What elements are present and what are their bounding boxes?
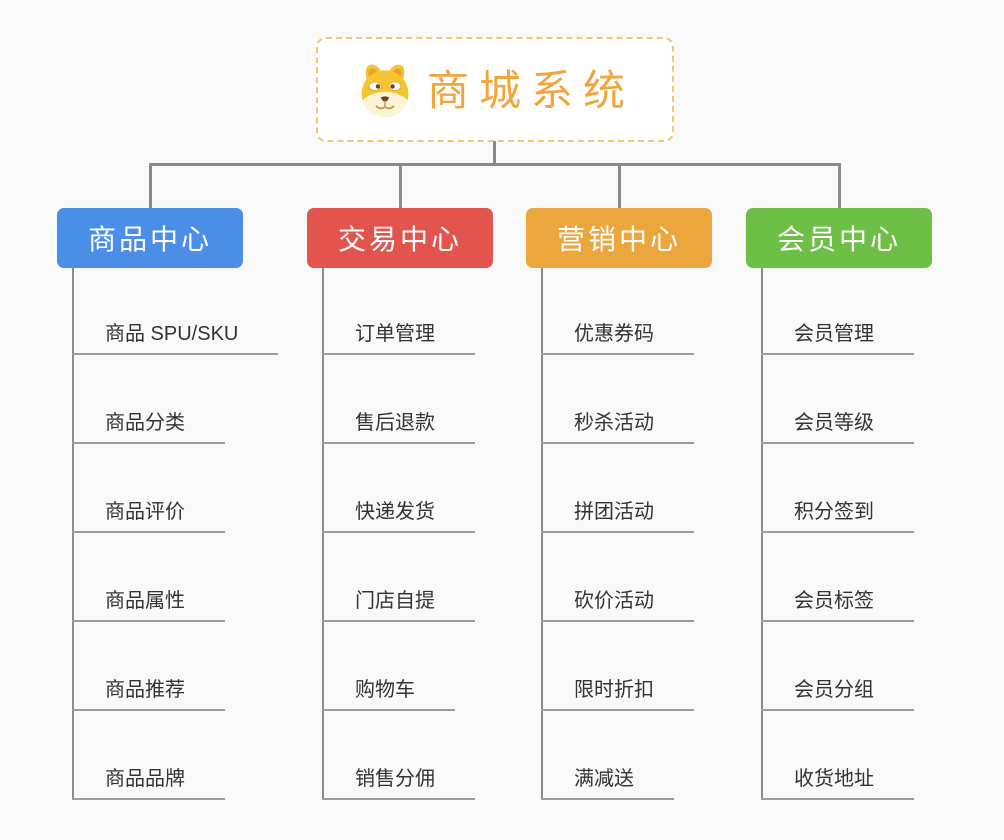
child-topic[interactable]: 商品属性 (72, 588, 225, 622)
root-topic-label: 商城系统 (426, 66, 635, 114)
child-topic[interactable]: 限时折扣 (541, 677, 694, 711)
connector-branch-tree (322, 268, 324, 800)
child-topic[interactable]: 优惠券码 (541, 321, 694, 355)
connector-branch-stem (399, 163, 402, 208)
connector-root-stem (493, 141, 496, 166)
child-topic[interactable]: 砍价活动 (541, 588, 694, 622)
child-topic[interactable]: 购物车 (322, 677, 455, 711)
child-topic[interactable]: 会员等级 (761, 410, 914, 444)
branch-topic-2[interactable]: 交易中心 (307, 208, 493, 268)
child-topic[interactable]: 销售分佣 (322, 766, 475, 800)
child-topic[interactable]: 会员分组 (761, 677, 914, 711)
connector-branch-stem (149, 163, 152, 208)
child-topic[interactable]: 商品评价 (72, 499, 225, 533)
child-topic[interactable]: 售后退款 (322, 410, 475, 444)
branch-topic-3[interactable]: 营销中心 (526, 208, 712, 268)
child-topic[interactable]: 商品推荐 (72, 677, 225, 711)
connector-branch-tree (72, 268, 74, 800)
connector-branch-tree (541, 268, 543, 800)
child-topic[interactable]: 会员管理 (761, 321, 914, 355)
connector-branch-stem (618, 163, 621, 208)
child-topic[interactable]: 订单管理 (322, 321, 475, 355)
child-topic[interactable]: 收货地址 (761, 766, 914, 800)
child-topic[interactable]: 快递发货 (322, 499, 475, 533)
child-topic[interactable]: 满减送 (541, 766, 674, 800)
root-topic[interactable]: 商城系统 (316, 37, 674, 142)
child-topic[interactable]: 商品品牌 (72, 766, 225, 800)
child-topic[interactable]: 拼团活动 (541, 499, 694, 533)
child-topic[interactable]: 秒杀活动 (541, 410, 694, 444)
connector-rail (149, 163, 841, 166)
dog-face-icon (361, 64, 409, 117)
connector-branch-stem (838, 163, 841, 208)
branch-topic-1[interactable]: 商品中心 (57, 208, 243, 268)
child-topic[interactable]: 商品分类 (72, 410, 225, 444)
child-topic[interactable]: 商品 SPU/SKU (72, 321, 279, 355)
branch-topic-4[interactable]: 会员中心 (746, 208, 932, 268)
child-topic[interactable]: 积分签到 (761, 499, 914, 533)
connector-branch-tree (761, 268, 763, 800)
child-topic[interactable]: 门店自提 (322, 588, 475, 622)
child-topic[interactable]: 会员标签 (761, 588, 914, 622)
